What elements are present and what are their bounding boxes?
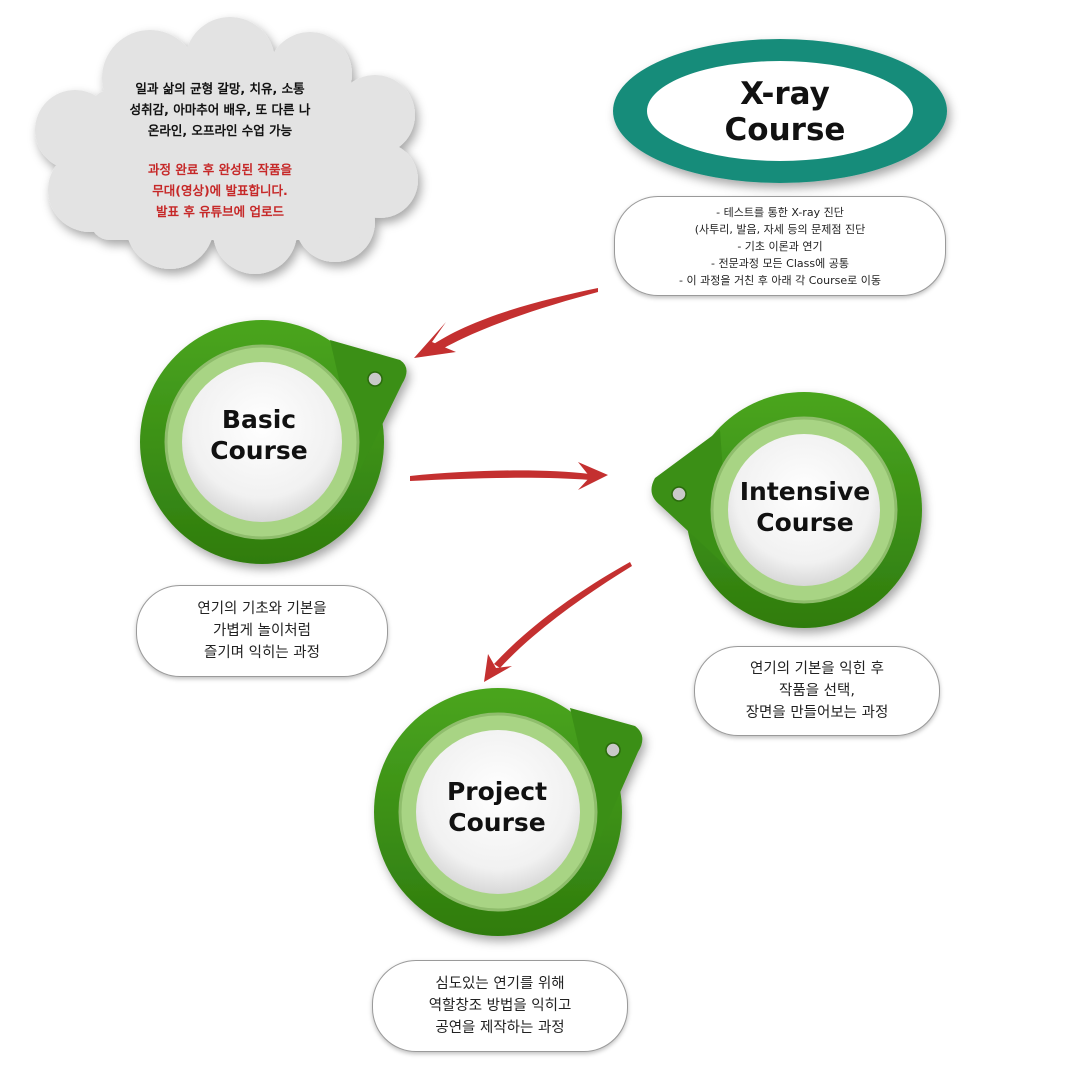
basic-desc-line: 가볍게 놀이처럼 xyxy=(213,623,311,639)
intensive-course-badge xyxy=(651,392,922,628)
intensive-title-line: Course xyxy=(756,508,854,537)
xray-description-box: - 테스트를 통한 X-ray 진단 (사투리, 발음, 자세 등의 문제점 진… xyxy=(614,196,946,296)
basic-course-title: Basic Course xyxy=(174,404,344,466)
xray-desc-line: (사투리, 발음, 자세 등의 문제점 진단 xyxy=(694,222,866,236)
cloud-note: 일과 삶의 균형 갈망, 치유, 소통 성취감, 아마추어 배우, 또 다른 나… xyxy=(90,78,350,222)
arrow-basic-to-intensive xyxy=(410,462,608,490)
xray-desc-line: - 전문과정 모든 Class에 공통 xyxy=(711,256,849,270)
project-desc-line: 심도있는 연기를 위해 xyxy=(435,976,565,992)
project-desc-line: 역할창조 방법을 익히고 xyxy=(428,998,572,1014)
project-description-box: 심도있는 연기를 위해 역할창조 방법을 익히고 공연을 제작하는 과정 xyxy=(372,960,628,1052)
project-title-line: Course xyxy=(448,808,546,837)
thought-cloud xyxy=(35,17,418,274)
project-course-badge xyxy=(374,688,643,936)
xray-ring xyxy=(613,39,947,183)
xray-desc-line: - 기초 이론과 연기 xyxy=(737,239,823,253)
cloud-line: 일과 삶의 균형 갈망, 치유, 소통 xyxy=(135,81,305,96)
project-title-line: Project xyxy=(446,777,548,806)
xray-title-line: X-ray xyxy=(740,76,830,112)
basic-course-badge xyxy=(140,320,407,564)
cloud-line: 온라인, 오프라인 수업 가능 xyxy=(147,123,293,138)
intensive-desc-line: 장면을 만들어보는 과정 xyxy=(745,705,889,721)
cloud-highlight-line: 발표 후 유튜브에 업로드 xyxy=(155,204,285,219)
project-desc-line: 공연을 제작하는 과정 xyxy=(435,1020,565,1036)
intensive-desc-line: 연기의 기본을 익힌 후 xyxy=(750,661,884,677)
arrow-xray-to-basic xyxy=(414,288,598,358)
cloud-highlight-line: 과정 완료 후 완성된 작품을 xyxy=(148,162,292,177)
basic-description-box: 연기의 기초와 기본을 가볍게 놀이처럼 즐기며 익히는 과정 xyxy=(136,585,388,677)
arrow-intensive-to-project xyxy=(484,562,632,682)
intensive-course-title: Intensive Course xyxy=(720,476,890,538)
xray-title-line: Course xyxy=(724,112,846,148)
intensive-desc-line: 작품을 선택, xyxy=(779,683,855,699)
cloud-gap xyxy=(90,141,350,159)
xray-desc-line: - 이 과정을 거친 후 아래 각 Course로 이동 xyxy=(679,273,881,287)
basic-title-line: Basic xyxy=(221,405,297,434)
basic-title-line: Course xyxy=(210,436,308,465)
cloud-highlight-line: 무대(영상)에 발표합니다. xyxy=(152,183,288,198)
intensive-badge-hole xyxy=(671,486,687,502)
basic-badge-hole xyxy=(367,371,383,387)
xray-course-title: X-ray Course xyxy=(690,76,880,148)
basic-desc-line: 연기의 기초와 기본을 xyxy=(197,601,327,617)
cloud-line: 성취감, 아마추어 배우, 또 다른 나 xyxy=(129,102,311,117)
intensive-description-box: 연기의 기본을 익힌 후 작품을 선택, 장면을 만들어보는 과정 xyxy=(694,646,940,736)
intensive-title-line: Intensive xyxy=(739,477,871,506)
xray-desc-line: - 테스트를 통한 X-ray 진단 xyxy=(716,205,844,219)
project-course-title: Project Course xyxy=(412,776,582,838)
basic-desc-line: 즐기며 익히는 과정 xyxy=(204,645,320,661)
project-badge-hole xyxy=(605,742,621,758)
